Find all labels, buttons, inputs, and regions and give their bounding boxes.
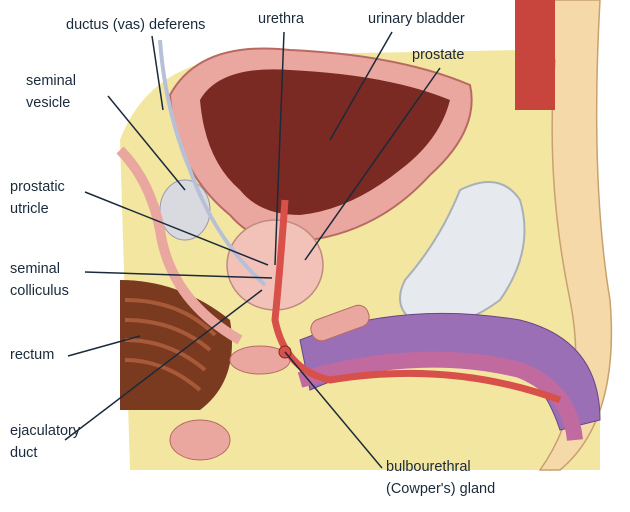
label-line: seminal bbox=[10, 261, 60, 277]
label-seminal-vesicle: seminal vesicle bbox=[26, 70, 76, 114]
perineal-muscle bbox=[310, 304, 370, 342]
label-ductus-deferens: ductus (vas) deferens bbox=[66, 17, 206, 33]
leader-urinary-bladder bbox=[329, 31, 393, 141]
label-urinary-bladder: urinary bladder bbox=[368, 11, 465, 27]
label-line: ejaculatory bbox=[10, 423, 81, 439]
urinary-bladder-lumen bbox=[200, 69, 450, 215]
label-line: bulbourethral bbox=[386, 459, 471, 475]
label-seminal-colliculus: seminal colliculus bbox=[10, 258, 69, 302]
urethra-tube bbox=[271, 199, 562, 404]
leader-prostate bbox=[304, 67, 441, 261]
leader-ejaculatory-duct bbox=[64, 289, 263, 441]
label-rectum: rectum bbox=[10, 347, 55, 363]
abdominal-wall bbox=[519, 0, 613, 471]
leader-ductus-deferens bbox=[151, 35, 164, 111]
label-line: vesicle bbox=[26, 95, 71, 111]
label-urethra: urethra bbox=[258, 11, 304, 27]
label-line: prostatic bbox=[10, 179, 65, 195]
label-line: duct bbox=[10, 445, 38, 461]
leader-rectum bbox=[67, 335, 141, 357]
label-line: colliculus bbox=[10, 283, 69, 299]
label-line: (Cowper's) gland bbox=[386, 481, 496, 497]
rectum-folds bbox=[124, 298, 217, 392]
anal-sphincter bbox=[169, 419, 231, 461]
rectus-muscle bbox=[515, 0, 555, 110]
peritoneum bbox=[116, 146, 243, 345]
leader-urethra bbox=[274, 31, 285, 266]
corpus-spongiosum bbox=[297, 351, 583, 442]
label-prostatic-utricle: prostatic utricle bbox=[10, 176, 65, 220]
ductus-deferens-tube bbox=[158, 39, 267, 287]
label-bulbourethral-gland: bulbourethral (Cowper's) gland bbox=[386, 456, 495, 500]
leader-lines bbox=[64, 31, 441, 469]
label-line: utricle bbox=[10, 201, 49, 217]
leader-seminal-colliculus bbox=[84, 271, 273, 279]
label-line: seminal bbox=[26, 73, 76, 89]
leader-prostatic-utricle bbox=[84, 191, 269, 266]
leader-seminal-vesicle bbox=[107, 95, 186, 191]
label-prostate: prostate bbox=[412, 47, 465, 63]
leader-bulbourethral bbox=[284, 351, 383, 469]
label-ejaculatory-duct: ejaculatory duct bbox=[10, 420, 80, 464]
